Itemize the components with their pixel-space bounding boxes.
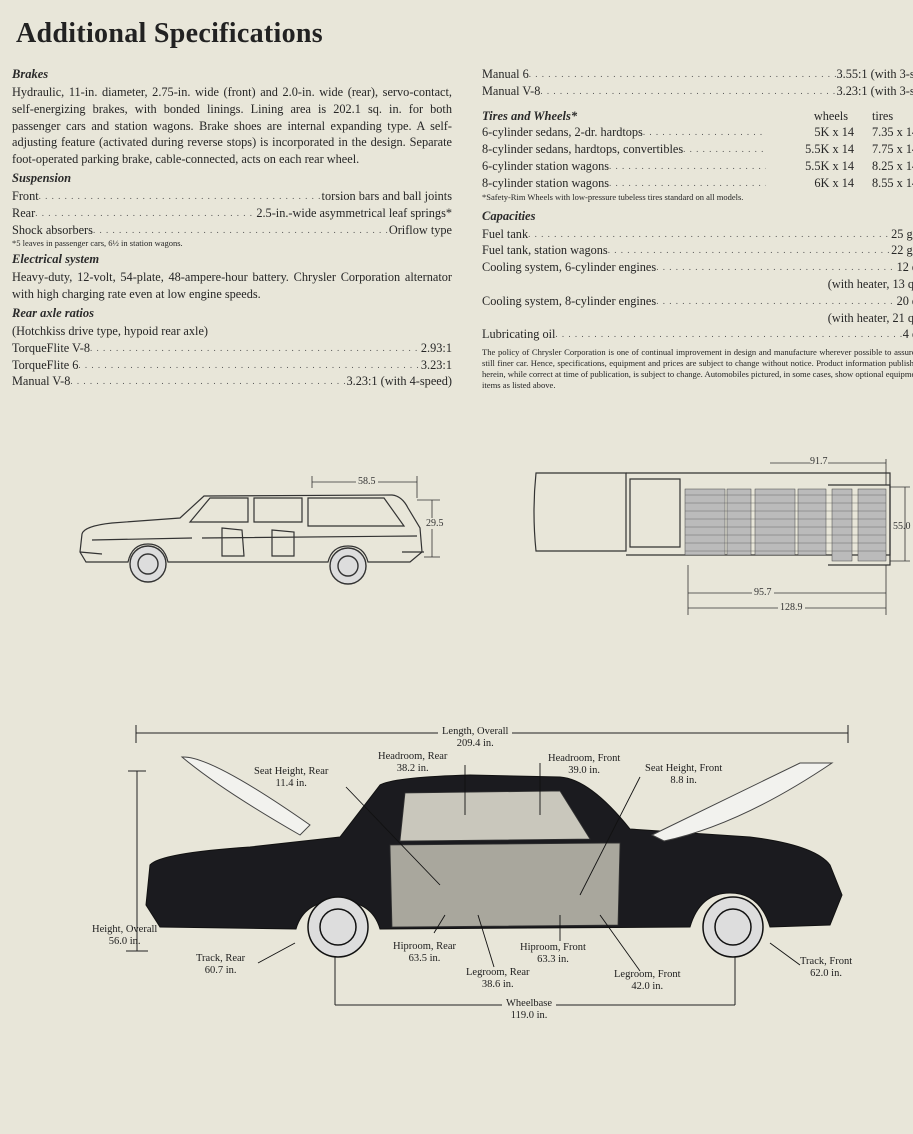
capacity-row: Cooling system, 6-cylinder engines12 qua…	[482, 259, 913, 276]
tires-heading: Tires and Wheels*	[482, 108, 578, 123]
wagon-side-illustration	[79, 476, 440, 585]
sedan-cutaway-illustration	[126, 725, 849, 1006]
tires-row: 6-cylinder sedans, 2-dr. hardtops5K x 14…	[482, 124, 913, 141]
tires-col-head: tires	[872, 108, 894, 123]
electrical-heading: Electrical system	[12, 252, 100, 267]
rear-axle-row: TorqueFlite 63.23:1	[12, 357, 452, 374]
cargo-outer-dim: 128.9	[778, 602, 805, 613]
cargo-inner-dim: 95.7	[752, 587, 774, 598]
suspension-row: Shock absorbersOriflow type	[12, 222, 452, 239]
rear-axle-row: Manual V-83.23:1 (with 4-speed)	[12, 373, 452, 390]
rear-axle-note: (Hotchkiss drive type, hypoid rear axle)	[12, 323, 209, 338]
rear-axle-heading: Rear axle ratios	[12, 305, 94, 320]
suspension-row: Fronttorsion bars and ball joints	[12, 188, 452, 205]
axle-row: Manual 63.55:1 (with 3-speed)	[482, 66, 913, 83]
suspension-heading: Suspension	[12, 170, 72, 185]
wheels-col-head: wheels	[813, 108, 848, 123]
brakes-heading: Brakes	[12, 67, 49, 81]
capacities-heading: Capacities	[482, 208, 536, 223]
cargo-side-dim: 55.0	[893, 521, 911, 532]
tires-row: 6-cylinder station wagons5.5K x 148.25 x…	[482, 158, 913, 175]
capacity-row: Fuel tank25 gallons	[482, 226, 913, 243]
tires-header: Tires and Wheels* wheels tires	[482, 108, 913, 125]
capacity-row: Cooling system, 8-cylinder engines20 qua…	[482, 293, 913, 310]
wagon-top-dim: 58.5	[356, 476, 378, 487]
right-column: Manual 63.55:1 (with 3-speed) Manual V-8…	[482, 66, 913, 391]
capacity-extra: (with heater, 21 quarts)	[827, 310, 913, 325]
capacity-row: Fuel tank, station wagons22 gallons	[482, 242, 913, 259]
tires-row: 8-cylinder station wagons6K x 148.55 x 1…	[482, 175, 913, 192]
suspension-row: Rear2.5-in.-wide asymmetrical leaf sprin…	[12, 205, 452, 222]
axle-row: Manual V-83.23:1 (with 3-speed)	[482, 83, 913, 100]
tires-row: 8-cylinder sedans, hardtops, convertible…	[482, 141, 913, 158]
tires-footnote: *Safety-Rim Wheels with low-pressure tub…	[482, 191, 744, 202]
page-title: Additional Specifications	[16, 18, 323, 49]
capacity-extra: (with heater, 13 quarts)	[827, 276, 913, 291]
wagon-cargo-illustration	[533, 459, 910, 615]
electrical-text: Heavy-duty, 12-volt, 54-plate, 48-ampere…	[12, 270, 452, 302]
brakes-text: Hydraulic, 11-in. diameter, 2.75-in. wid…	[12, 85, 452, 167]
capacity-row: Lubricating oil4 quarts	[482, 326, 913, 343]
suspension-footnote: *5 leaves in passenger cars, 6½ in stati…	[12, 238, 183, 249]
cargo-top-dim: 91.7	[810, 456, 828, 467]
left-column: Brakes Hydraulic, 11-in. diameter, 2.75-…	[12, 64, 452, 390]
wagon-height-dim: 29.5	[426, 518, 444, 529]
policy-note: The policy of Chrysler Corporation is on…	[482, 347, 913, 391]
rear-axle-row: TorqueFlite V-82.93:1	[12, 340, 452, 357]
